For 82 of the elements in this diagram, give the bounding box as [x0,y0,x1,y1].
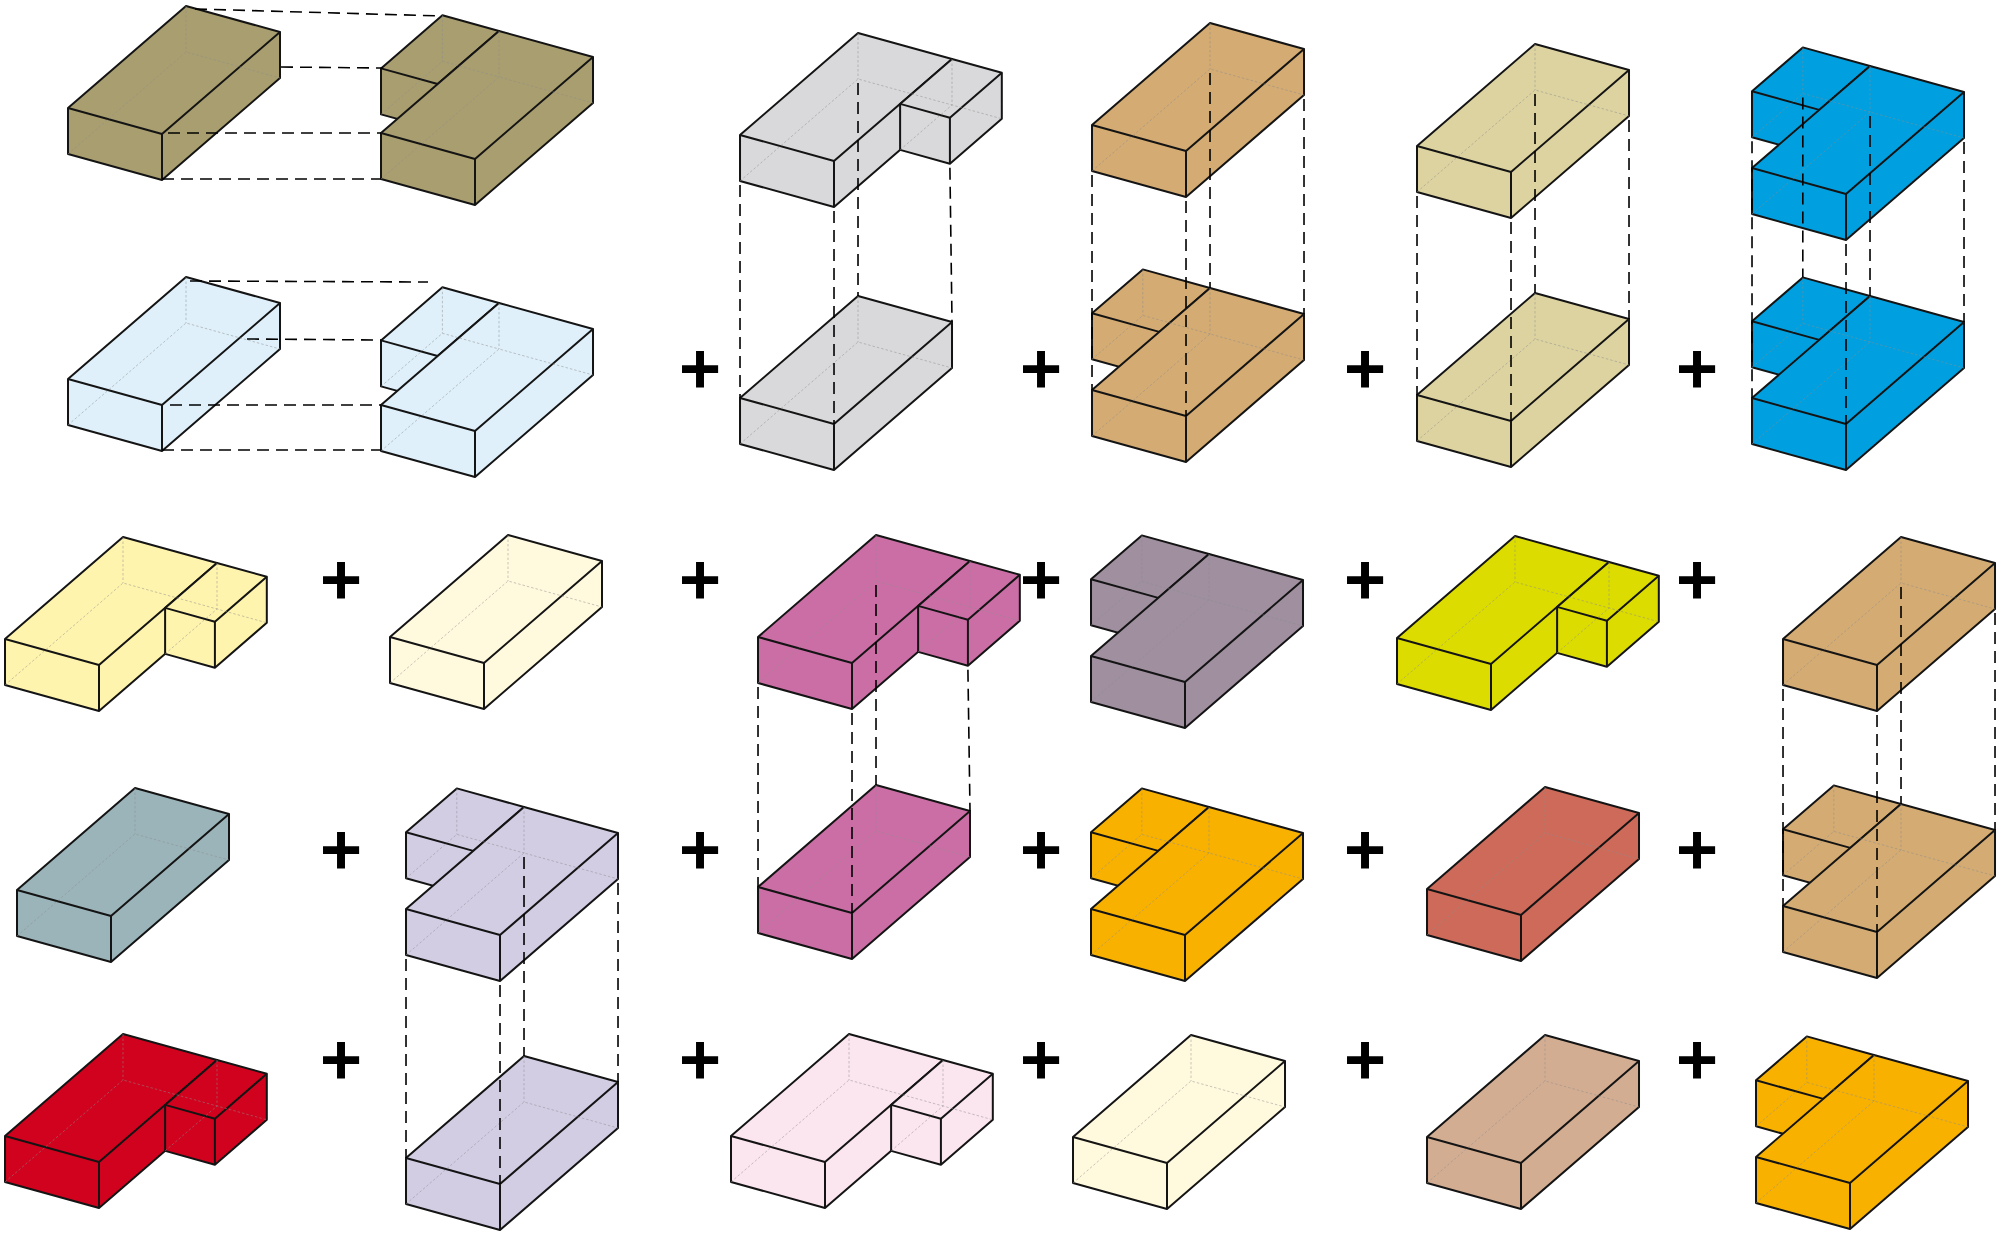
projection-line [1963,141,1965,323]
plus-sign: + [1023,1041,1060,1079]
projection-line [875,584,877,786]
projection-line [757,686,759,888]
projection-line [1510,221,1512,422]
plus-sign: + [1347,561,1384,599]
projection-line [499,984,501,1185]
projection-line [949,166,953,323]
l-shaped-block [1396,535,1660,711]
projection-line [1303,98,1305,315]
l-shaped-block [380,14,594,206]
plus-sign: + [682,1041,719,1079]
l-shaped-block [1090,787,1304,982]
plus-sign: + [1023,561,1060,599]
l-shaped-block [1091,268,1305,463]
projection-line [857,82,859,297]
l-shaped-block [1755,1035,1969,1230]
cuboid-block [405,1055,619,1231]
l-shaped-block [405,787,619,982]
plus-sign: + [323,1041,360,1079]
projection-line [1782,688,1784,907]
cuboid-block [1782,536,1996,712]
projection-line [189,280,429,283]
projection-line [280,66,384,69]
projection-line [1091,174,1093,391]
l-shaped-block [757,534,1021,710]
projection-line [1534,93,1536,294]
l-shaped-block [380,286,594,478]
cuboid-block [1416,292,1630,468]
projection-line [1628,119,1630,320]
cuboid-block [389,534,603,710]
plus-sign: + [682,561,719,599]
projection-line [617,882,619,1083]
projection-line [967,668,971,812]
l-shaped-block [739,32,1003,208]
cuboid-block [67,276,281,452]
projection-line [523,856,525,1057]
plus-sign: + [323,831,360,869]
l-shaped-block [4,1033,268,1209]
projection-line [739,184,741,399]
projection-line [1751,140,1753,399]
plus-sign: + [1347,831,1384,869]
cuboid-block [757,784,971,960]
projection-line [161,178,382,180]
projection-line [1900,586,1902,805]
plus-sign: + [1679,831,1716,869]
cuboid-block [739,295,953,471]
plus-sign: + [1023,831,1060,869]
projection-line [1994,612,1996,831]
projection-line [1416,195,1418,396]
l-shaped-block [730,1033,994,1209]
projection-line [169,404,382,406]
plus-sign: + [1347,1041,1384,1079]
cuboid-block [1426,1034,1640,1210]
plus-sign: + [1023,350,1060,388]
plus-sign: + [1679,350,1716,388]
l-shaped-block [1751,276,1965,471]
projection-line [1802,96,1804,279]
l-shaped-block [1751,46,1965,241]
projection-line [167,132,382,134]
projection-line [246,338,382,341]
projection-line [833,210,835,425]
plus-sign: + [1679,561,1716,599]
projection-line [161,449,382,451]
plus-sign: + [682,350,719,388]
cuboid-block [1072,1034,1286,1210]
l-shaped-block [1782,784,1996,979]
projection-line [405,958,407,1159]
plus-sign: + [1679,1041,1716,1079]
cuboid-block [1416,43,1630,219]
l-shaped-block [4,536,268,712]
plus-sign: + [323,561,360,599]
projection-line [1869,115,1871,297]
plus-sign: + [1347,350,1384,388]
plus-sign: + [682,831,719,869]
projection-line [1209,72,1211,289]
cuboid-block [1091,22,1305,198]
cuboid-block [1426,786,1640,962]
cuboid-block [16,787,230,963]
cuboid-block [67,5,281,181]
projection-line [851,712,853,914]
l-shaped-block [1090,534,1304,729]
